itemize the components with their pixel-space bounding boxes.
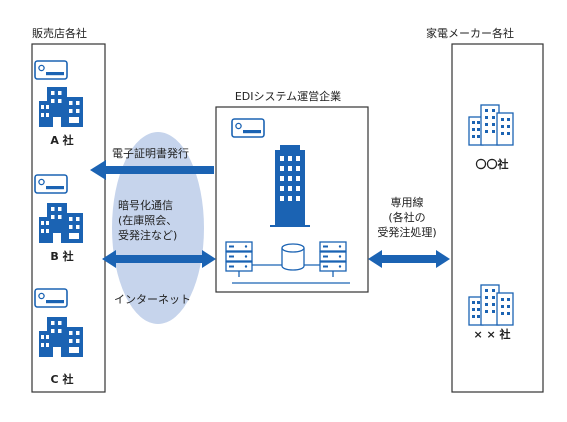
- maker-label-2: × × 社: [473, 327, 510, 341]
- encryption-label: 暗号化通信 (在庫照会、 受発注など): [118, 198, 177, 242]
- database-icon: [281, 243, 305, 271]
- id-card-icon-a: [34, 60, 68, 80]
- svg-text:(在庫照会、: (在庫照会、: [118, 213, 177, 227]
- id-card-icon-c: [34, 288, 68, 308]
- id-card-icon-edi: [231, 118, 265, 138]
- edi-title: EDIシステム運営企業: [235, 89, 341, 103]
- internet-label: インターネット: [114, 293, 191, 306]
- svg-text:暗号化通信: 暗号化通信: [118, 198, 173, 212]
- certificate-arrow: [90, 160, 214, 180]
- internet-cloud: [112, 132, 204, 324]
- seller-label-b: B 社: [50, 249, 73, 263]
- dedicated-line-arrow: [368, 250, 450, 268]
- office-building-icon: [270, 145, 310, 227]
- svg-text:受発注処理): 受発注処理): [377, 225, 436, 239]
- svg-text:専用線: 専用線: [391, 195, 424, 209]
- svg-text:受発注など): 受発注など): [118, 228, 177, 242]
- seller-label-a: A 社: [50, 133, 73, 147]
- dedicated-line-label: 専用線 (各社の 受発注処理): [377, 195, 436, 239]
- id-card-icon-b: [34, 174, 68, 194]
- makers-panel: [451, 43, 544, 393]
- maker-label-1: 〇〇社: [476, 157, 509, 171]
- seller-label-c: C 社: [51, 372, 74, 386]
- sellers-title: 販売店各社: [32, 26, 87, 40]
- certificate-label: 電子証明書発行: [112, 146, 189, 160]
- makers-title: 家電メーカー各社: [426, 26, 514, 40]
- svg-text:(各社の: (各社の: [388, 210, 425, 224]
- encryption-arrow: [102, 250, 216, 268]
